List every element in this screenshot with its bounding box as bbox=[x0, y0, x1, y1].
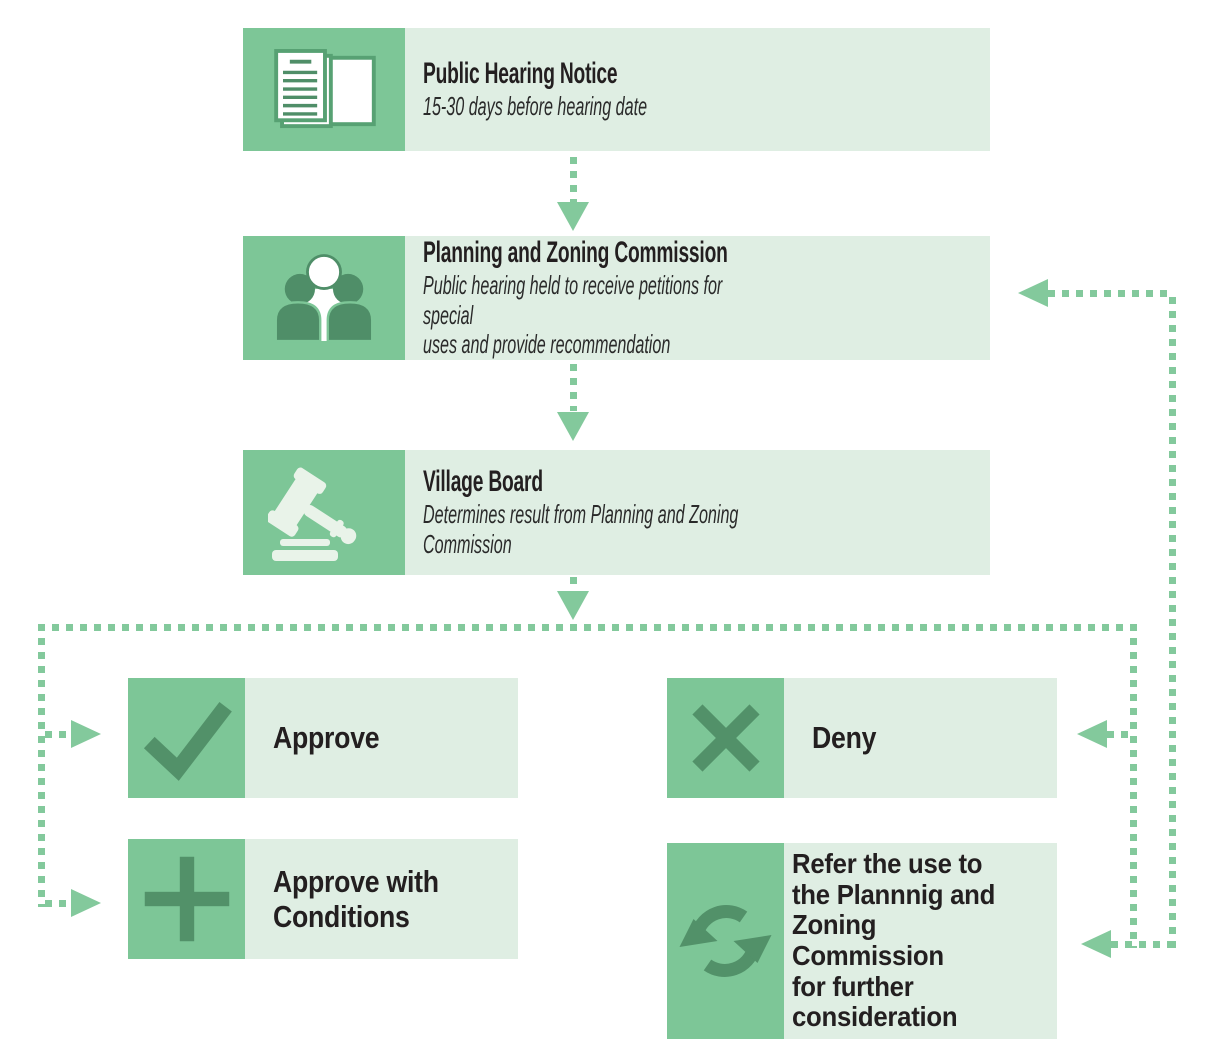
node-approve-with-conditions: Approve with Conditions bbox=[128, 839, 518, 959]
connector-board-to-outcomes-stub bbox=[570, 577, 577, 592]
village-board-text-panel: Village Board Determines result from Pla… bbox=[405, 450, 990, 575]
approve-with-conditions-text-panel: Approve with Conditions bbox=[245, 839, 518, 959]
right-rail-vertical-line bbox=[1130, 624, 1137, 948]
approve-text-panel: Approve bbox=[245, 678, 518, 798]
public-hearing-notice-title: Public Hearing Notice bbox=[423, 56, 618, 90]
arrow-right-into-approve bbox=[71, 720, 101, 748]
left-rail-vertical-line bbox=[38, 624, 45, 907]
people-icon bbox=[274, 253, 374, 342]
arrow-left-into-deny bbox=[1077, 720, 1107, 748]
node-title: Public Hearing Notice bbox=[423, 56, 982, 90]
village-board-subtitle: Determines result from Planning and Zoni… bbox=[423, 499, 739, 559]
branch-refer-line bbox=[1111, 941, 1176, 948]
node-subtitle: 15-30 days before hearing date bbox=[423, 91, 982, 121]
outcome-rail-horizontal-line bbox=[38, 624, 1137, 631]
arrow-left-into-commission-feedback bbox=[1018, 279, 1048, 307]
node-label: Deny bbox=[812, 720, 1051, 755]
approve-label: Approve bbox=[273, 720, 380, 756]
x-icon bbox=[691, 704, 760, 772]
refer-icon-tile bbox=[667, 843, 784, 1039]
arrow-down-to-outcome-rail bbox=[557, 591, 589, 620]
branch-approve-with-conditions-line bbox=[45, 900, 71, 907]
deny-icon-tile bbox=[667, 678, 784, 798]
node-planning-zoning-commission: Planning and Zoning Commission Public he… bbox=[243, 236, 990, 360]
arrow-down-into-village-board bbox=[557, 412, 589, 441]
village-board-title: Village Board bbox=[423, 464, 543, 498]
public-hearing-notice-text-panel: Public Hearing Notice 15-30 days before … bbox=[405, 28, 990, 151]
deny-text-panel: Deny bbox=[784, 678, 1057, 798]
node-approve: Approve bbox=[128, 678, 518, 798]
approve-with-conditions-icon-tile bbox=[128, 839, 245, 959]
feedback-loop-vertical-line bbox=[1169, 297, 1176, 948]
checkmark-icon bbox=[143, 701, 232, 781]
node-label: Approve bbox=[273, 720, 512, 755]
feedback-loop-horizontal-line bbox=[1048, 290, 1169, 297]
approve-icon-tile bbox=[128, 678, 245, 798]
node-deny: Deny bbox=[667, 678, 1057, 798]
arrow-right-into-approve-with-conditions bbox=[71, 889, 101, 917]
planning-zoning-icon-tile bbox=[243, 236, 405, 360]
node-refer-to-commission: Refer the use to the Plannnig and Zoning… bbox=[667, 843, 1057, 1039]
branch-approve-line bbox=[45, 731, 71, 738]
node-subtitle: Public hearing held to receive petitions… bbox=[423, 270, 982, 359]
node-village-board: Village Board Determines result from Pla… bbox=[243, 450, 990, 575]
node-label: Approve with Conditions bbox=[273, 864, 512, 934]
plus-icon bbox=[144, 856, 229, 942]
planning-zoning-title: Planning and Zoning Commission bbox=[423, 235, 728, 269]
node-title: Village Board bbox=[423, 464, 982, 498]
village-board-icon-tile bbox=[243, 450, 405, 575]
node-label: Refer the use to the Plannnig and Zoning… bbox=[792, 849, 1053, 1032]
arrow-down-into-commission bbox=[557, 202, 589, 231]
documents-icon bbox=[274, 48, 376, 128]
public-hearing-notice-subtitle: 15-30 days before hearing date bbox=[423, 91, 648, 121]
node-public-hearing-notice: Public Hearing Notice 15-30 days before … bbox=[243, 28, 990, 151]
connector-commission-to-board-line bbox=[570, 364, 577, 411]
arrow-left-into-refer bbox=[1081, 930, 1111, 958]
planning-zoning-text-panel: Planning and Zoning Commission Public he… bbox=[405, 236, 990, 360]
refer-label: Refer the use to the Plannnig and Zoning… bbox=[792, 848, 996, 1033]
public-hearing-notice-icon-tile bbox=[243, 28, 405, 151]
node-title: Planning and Zoning Commission bbox=[423, 235, 982, 269]
connector-notice-to-commission-line bbox=[570, 157, 577, 203]
node-subtitle: Determines result from Planning and Zoni… bbox=[423, 500, 982, 559]
refer-text-panel: Refer the use to the Plannnig and Zoning… bbox=[784, 843, 1057, 1039]
gavel-icon bbox=[268, 467, 357, 561]
planning-zoning-subtitle: Public hearing held to receive petitions… bbox=[423, 270, 723, 359]
refresh-icon bbox=[679, 905, 772, 977]
deny-label: Deny bbox=[812, 720, 877, 756]
approve-with-conditions-label: Approve with Conditions bbox=[273, 863, 439, 934]
branch-deny-line bbox=[1107, 731, 1130, 738]
